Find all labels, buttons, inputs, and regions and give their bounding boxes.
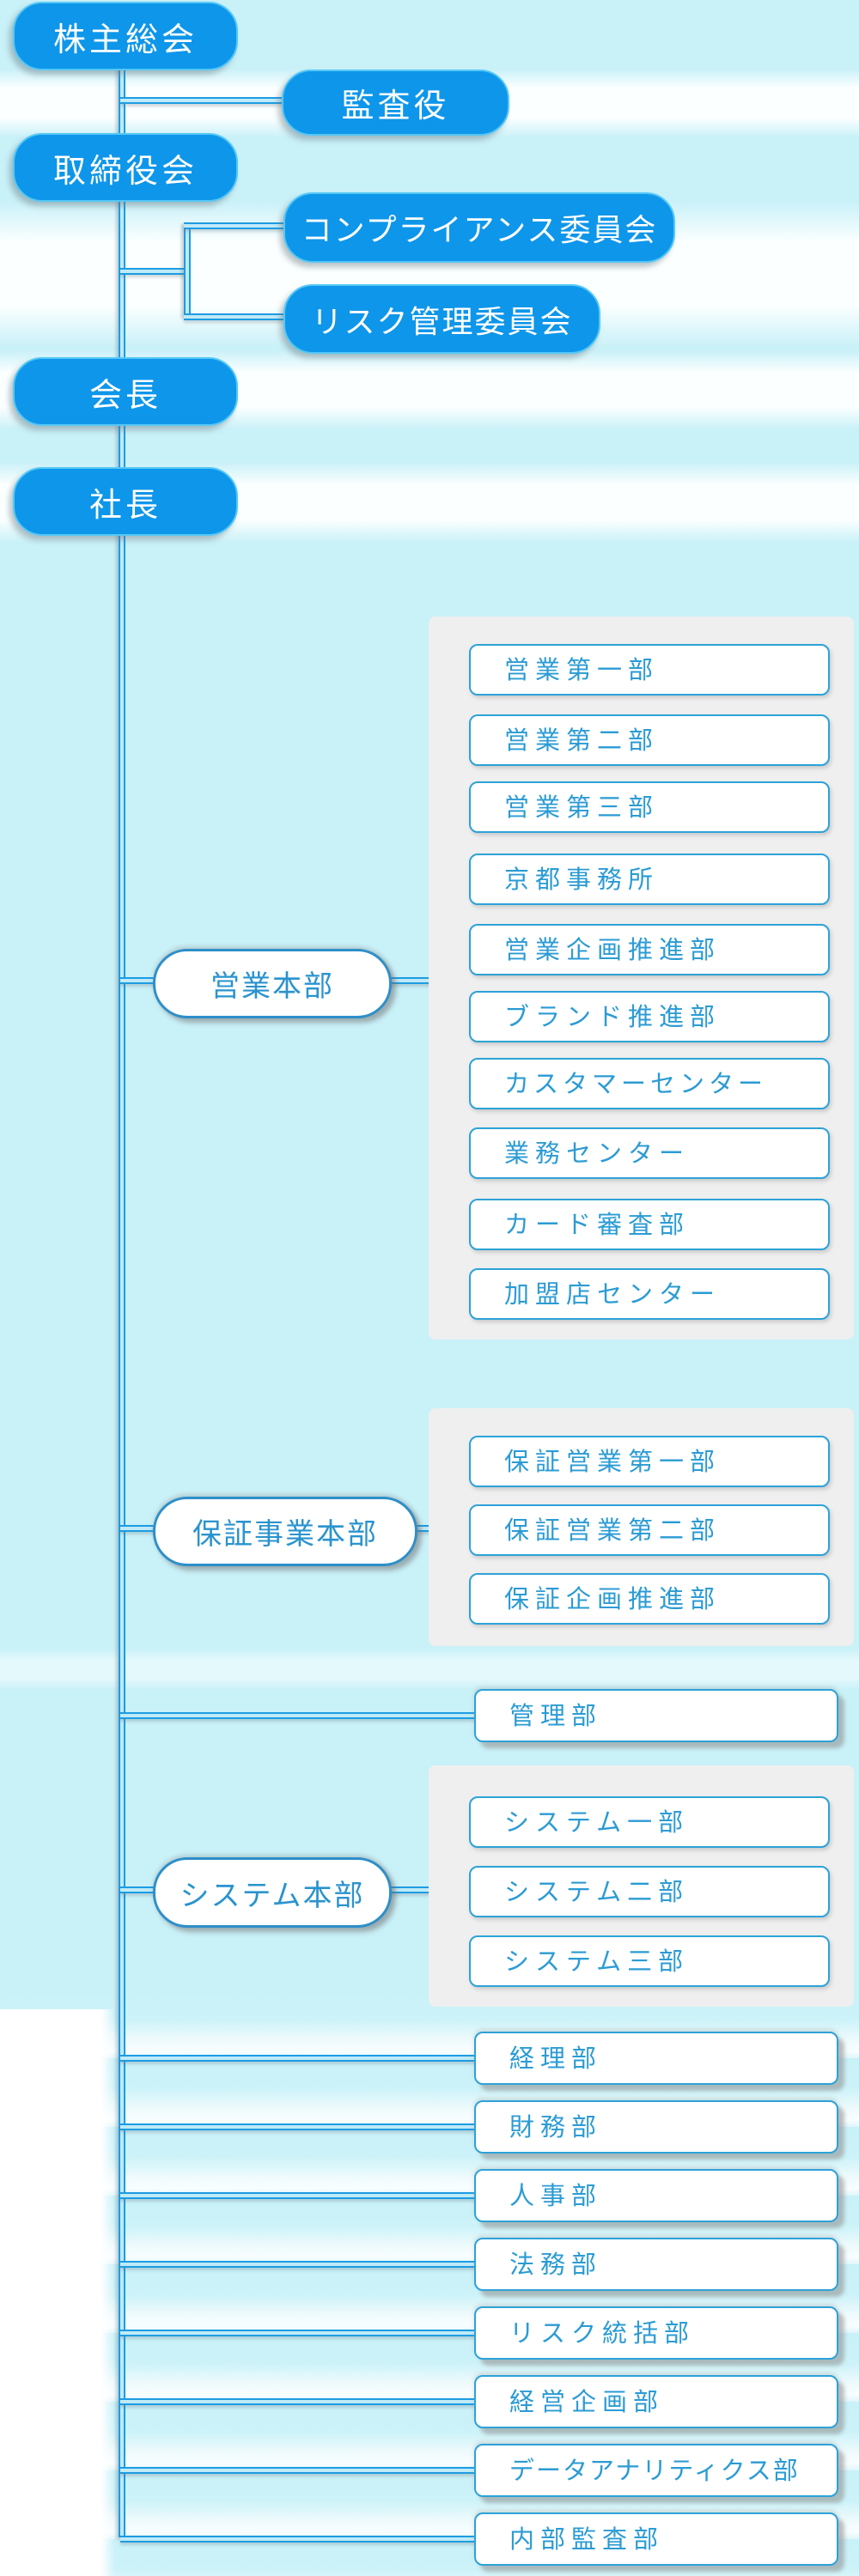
connector-corp-planning-dept [120, 2398, 481, 2405]
dept-box-system-2: システム三部 [469, 1935, 830, 1987]
node-chairman: 会長 [13, 357, 238, 426]
dept-box-hr: 人事部 [474, 2169, 838, 2222]
connector-risk [184, 313, 287, 320]
connector-accounting-dept [120, 2055, 481, 2062]
node-president: 社長 [13, 467, 238, 536]
node-compliance-committee: コンプライアンス委員会 [283, 192, 675, 263]
connector-legal-dept [120, 2261, 481, 2268]
dept-box-admin: 管理部 [474, 1689, 838, 1742]
dept-box-finance: 財務部 [474, 2100, 838, 2154]
dept-box-sales-0: 営業第一部 [469, 644, 830, 696]
dept-box-accounting: 経理部 [474, 2032, 838, 2085]
dept-box-sales-9: 加盟店センター [469, 1268, 830, 1320]
dept-box-sales-7: 業務センター [469, 1127, 830, 1179]
connector-finance-dept [120, 2123, 481, 2130]
dept-box-sales-3: 京都事務所 [469, 854, 830, 905]
connector-auditor [120, 97, 285, 104]
dept-box-guarantee-2: 保証企画推進部 [469, 1573, 830, 1625]
dept-box-sales-8: カード審査部 [469, 1199, 830, 1250]
division-pill-guarantee: 保証事業本部 [153, 1497, 417, 1566]
dept-box-sales-4: 営業企画推進部 [469, 924, 830, 975]
dept-box-sales-2: 営業第三部 [469, 781, 830, 833]
connector-hr-dept [120, 2192, 481, 2199]
node-board-of-directors: 取締役会 [13, 133, 238, 202]
dept-box-internal-audit: 内部監査部 [474, 2512, 838, 2566]
connector-trunk [119, 65, 125, 2537]
connector-internal-audit-dept [120, 2536, 481, 2543]
connector-committees-vertical [184, 222, 191, 317]
dept-box-data-analytics: データアナリティクス部 [474, 2444, 838, 2497]
dept-box-risk-control: リスク統括部 [474, 2306, 838, 2360]
connector-admin-dept [120, 1712, 481, 1719]
dept-box-sales-6: カスタマーセンター [469, 1058, 830, 1109]
dept-box-guarantee-0: 保証営業第一部 [469, 1436, 830, 1487]
node-auditor: 監査役 [282, 70, 509, 136]
connector-compliance [184, 222, 287, 229]
dept-box-sales-1: 営業第二部 [469, 714, 830, 766]
dept-box-legal: 法務部 [474, 2238, 838, 2291]
bg-band-mid [0, 1649, 859, 1690]
connector-data-analytics-dept [120, 2467, 481, 2474]
node-risk-management-committee: リスク管理委員会 [283, 284, 600, 354]
division-pill-sales: 営業本部 [153, 949, 392, 1018]
dept-box-system-0: システム一部 [469, 1796, 830, 1848]
bg-left-margin [0, 2009, 115, 2576]
dept-box-system-1: システム二部 [469, 1866, 830, 1917]
dept-box-sales-5: ブランド推進部 [469, 991, 830, 1042]
dept-box-corp-planning: 経営企画部 [474, 2375, 838, 2428]
connector-risk-control-dept [120, 2330, 481, 2336]
node-shareholders-meeting: 株主総会 [13, 2, 238, 70]
dept-box-guarantee-1: 保証営業第二部 [469, 1504, 830, 1556]
connector-committees-branch [120, 268, 191, 275]
division-pill-system: システム本部 [153, 1857, 392, 1928]
